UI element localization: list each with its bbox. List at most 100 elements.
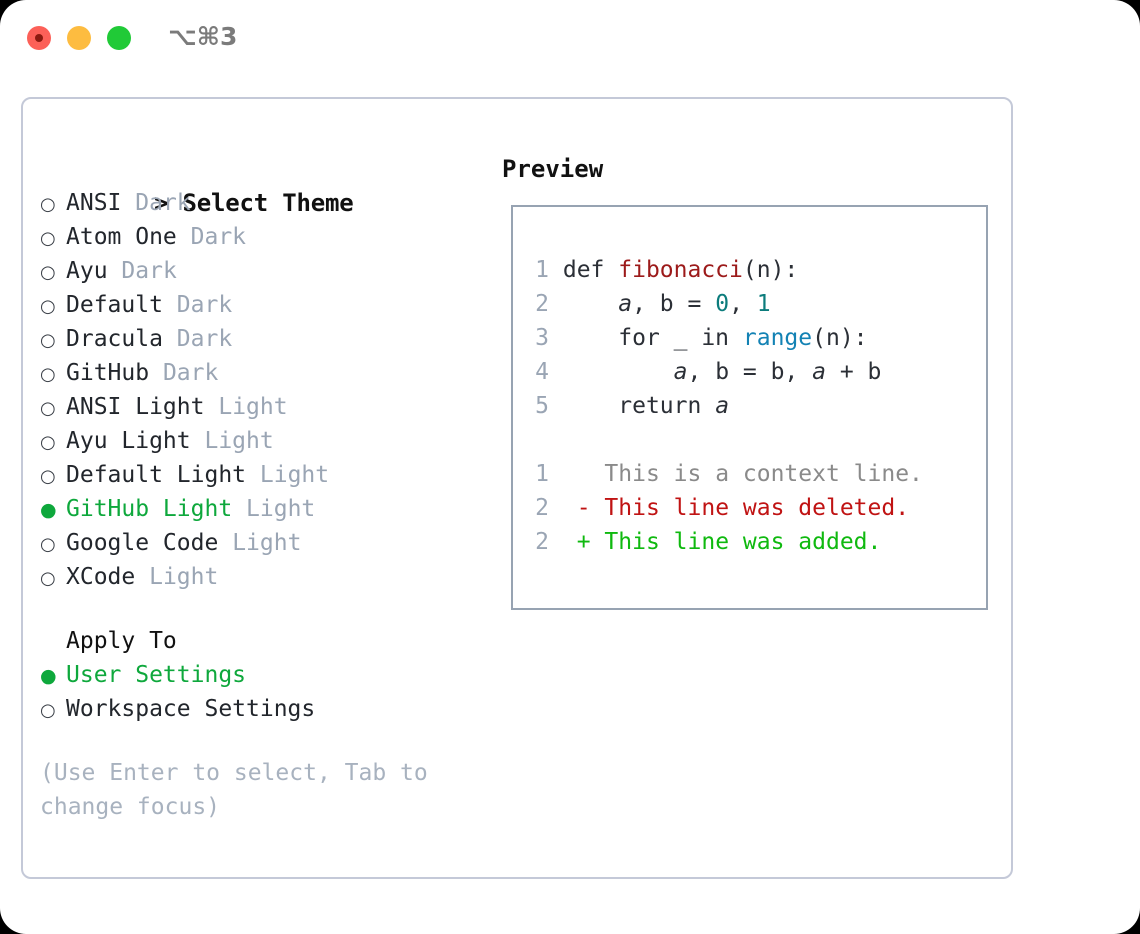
radio-unselected-icon[interactable]: ○ [40, 296, 56, 317]
theme-variant-badge: Dark [176, 292, 233, 318]
apply-to-header: Apply To [66, 628, 177, 654]
code-line: 4 a, b = b, a + b [525, 355, 980, 389]
theme-list: ○ANSI Dark○Atom One Dark○Ayu Dark○Defaul… [40, 186, 490, 594]
diff-marker: + [576, 529, 591, 555]
preview-title: Preview [502, 155, 604, 183]
radio-unselected-icon[interactable]: ○ [40, 262, 56, 283]
theme-list-item[interactable]: ○Default Dark [40, 288, 490, 322]
theme-list-item[interactable]: ○Google Code Light [40, 526, 490, 560]
diff-line: 1 This is a context line. [525, 457, 980, 491]
code-token: a [715, 393, 730, 419]
code-line: 1 def fibonacci(n): [525, 253, 980, 287]
diff-line: 2 - This line was deleted. [525, 491, 980, 525]
theme-list-item[interactable]: ○ANSI Light Light [40, 390, 490, 424]
code-token: 1 [756, 291, 771, 317]
diff-marker: - [576, 495, 591, 521]
theme-variant-badge: Dark [162, 360, 219, 386]
diff-text: This is a context line. [604, 461, 923, 487]
diff-text: This line was deleted. [604, 495, 910, 521]
theme-list-item[interactable]: ○ XCode Light [40, 560, 490, 594]
theme-list-item[interactable]: ○Ayu Dark [40, 254, 490, 288]
prompt-caret-icon: > [154, 189, 169, 217]
code-line: 5 return a [525, 389, 980, 423]
theme-list-item[interactable]: ○ ANSI Dark [40, 186, 490, 220]
code-token [563, 291, 618, 317]
code-token: , b = b, [687, 359, 813, 385]
line-number: 2 [535, 291, 549, 317]
theme-variant-badge: Light [246, 496, 316, 522]
theme-list-item[interactable]: ○ Ayu Light Light [40, 424, 490, 458]
theme-name: GitHub [66, 360, 150, 386]
line-number: 5 [535, 393, 549, 419]
radio-unselected-icon[interactable]: ○ [40, 364, 56, 385]
radio-unselected-icon[interactable]: ○ [40, 228, 56, 249]
code-token: 0 [715, 291, 730, 317]
theme-variant-badge: Dark [190, 224, 247, 250]
code-token [563, 359, 674, 385]
line-number: 1 [535, 257, 549, 283]
theme-variant-badge: Light [259, 462, 330, 488]
theme-name: Atom One [66, 224, 177, 250]
code-token: for _ in [562, 325, 743, 351]
preview-column: Preview 1 def fibonacci(n):2 a, b = 0, 1… [502, 152, 1002, 610]
code-token: range [742, 325, 813, 351]
apply-to-option[interactable]: ●User Settings [40, 658, 490, 692]
theme-name: Ayu Light [66, 428, 191, 454]
line-number: 4 [535, 359, 549, 385]
code-token: , [729, 291, 757, 317]
radio-unselected-icon[interactable]: ○ [40, 466, 56, 487]
theme-name: XCode [66, 564, 136, 590]
line-number: 2 [535, 495, 549, 521]
theme-name: Default Light [66, 462, 247, 488]
code-token: (n): [812, 325, 868, 351]
apply-to-option[interactable]: ○Workspace Settings [40, 692, 490, 726]
minimize-button[interactable] [67, 26, 91, 50]
theme-name: ANSI Light [66, 394, 205, 420]
theme-name: ANSI [66, 190, 122, 216]
diff-line: 2 + This line was added. [525, 525, 980, 559]
radio-unselected-icon[interactable]: ○ [40, 330, 56, 351]
theme-list-item[interactable]: ● GitHub Light Light [40, 492, 490, 526]
radio-unselected-icon[interactable]: ○ [40, 700, 56, 721]
code-token: a [673, 359, 688, 385]
theme-variant-badge: Dark [176, 326, 233, 352]
theme-list-item[interactable]: ○ Atom One Dark [40, 220, 490, 254]
radio-unselected-icon[interactable]: ○ [40, 534, 56, 555]
code-token: a [618, 291, 633, 317]
radio-unselected-icon[interactable]: ○ [40, 432, 56, 453]
code-token: (n): [742, 257, 799, 283]
maximize-button[interactable] [107, 26, 131, 50]
line-number: 1 [535, 461, 549, 487]
theme-variant-badge: Light [149, 564, 219, 590]
theme-list-item[interactable]: ○ Dracula Dark [40, 322, 490, 356]
title-bar: ⌥⌘3 [0, 0, 1140, 78]
theme-name: Dracula [66, 326, 163, 352]
radio-selected-icon[interactable]: ● [40, 665, 57, 687]
theme-variant-badge: Dark [135, 190, 191, 216]
theme-list-item[interactable]: ○ GitHub Dark [40, 356, 490, 390]
theme-list-item[interactable]: ○ Default Light Light [40, 458, 490, 492]
radio-unselected-icon[interactable]: ○ [40, 398, 56, 419]
keyboard-hint-text: (Use Enter to select, Tab to change focu… [40, 760, 428, 820]
code-token: fibonacci [618, 257, 743, 283]
main-panel: > Select Theme ○ANSI Dark○Atom One Dark○… [21, 97, 1013, 879]
code-token: return [562, 393, 716, 419]
apply-to-list: ●User Settings○Workspace Settings [40, 658, 490, 726]
code-token: def [562, 257, 619, 283]
theme-name: GitHub Light [66, 496, 233, 522]
select-theme-label: Select Theme [182, 189, 354, 217]
radio-unselected-icon[interactable]: ○ [40, 568, 56, 589]
radio-unselected-icon[interactable]: ○ [40, 194, 56, 215]
theme-variant-badge: Light [232, 530, 302, 556]
theme-name: Ayu [66, 258, 108, 284]
radio-selected-icon[interactable]: ● [40, 499, 57, 521]
close-icon [35, 34, 43, 42]
select-theme-header: > Select Theme [40, 152, 490, 217]
theme-variant-badge: Light [204, 428, 274, 454]
code-token: + b [825, 359, 882, 385]
code-token: , b = [632, 291, 716, 317]
diff-sample: 1 This is a context line.2 - This line w… [525, 457, 980, 559]
